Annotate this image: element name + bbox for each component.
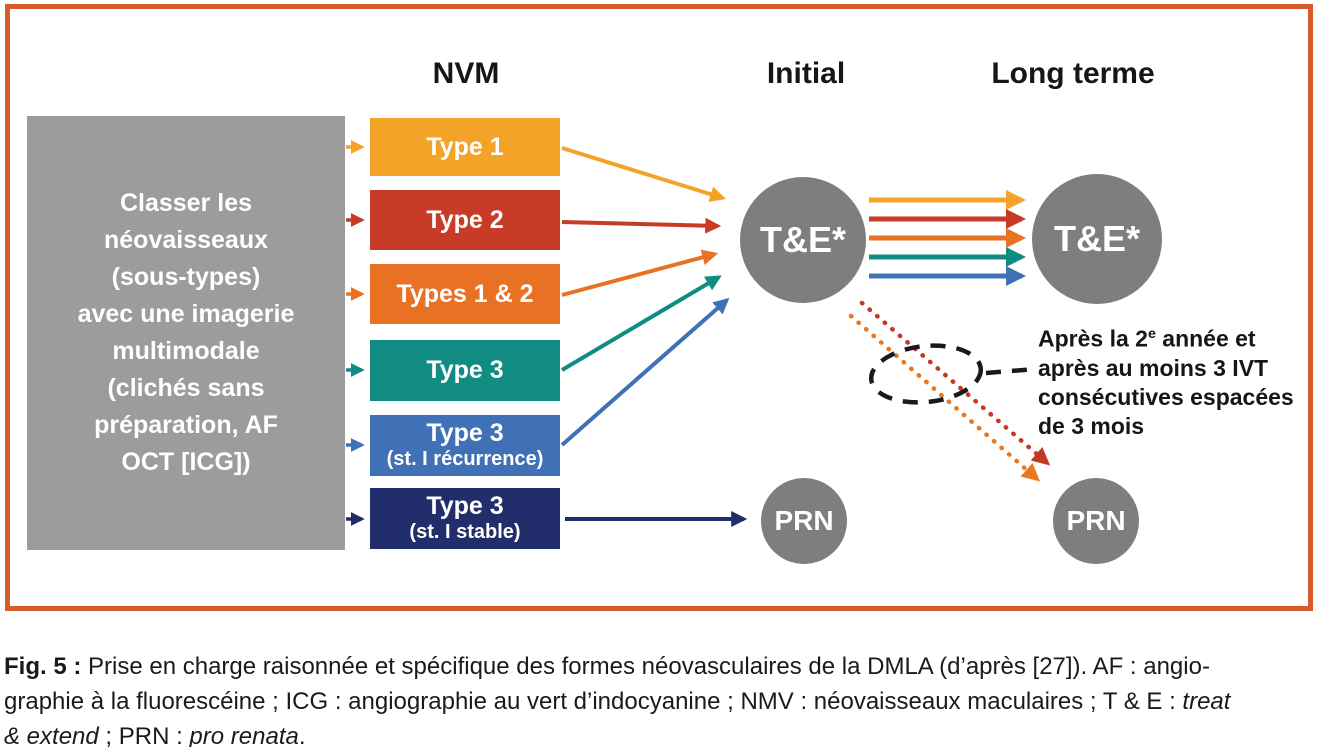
box-sublabel: (st. I récurrence) — [386, 448, 544, 470]
nvm-box-type2: Type 2 — [370, 190, 560, 250]
nvm-box-type3-recurrence: Type 3 (st. I récurrence) — [370, 415, 560, 476]
nvm-box-type1: Type 1 — [370, 118, 560, 176]
classify-line: préparation, AF — [94, 411, 278, 439]
figure-frame — [5, 4, 1313, 611]
box-sublabel: (st. I stable) — [409, 521, 521, 543]
classify-box: Classer les néovaisseaux (sous-types) av… — [27, 116, 345, 550]
box-label: Type 3 — [426, 492, 504, 520]
box-label: Type 3 — [426, 356, 504, 384]
te-initial-node: T&E* — [740, 177, 866, 303]
annotation-line: après au moins 3 IVT — [1038, 354, 1269, 381]
annotation-line: Après la 2e année et — [1038, 325, 1256, 352]
figure-caption: Fig. 5 : Prise en charge raisonnée et sp… — [4, 649, 1316, 747]
superscript-e: e — [1147, 326, 1156, 342]
nvm-box-types-1-2: Types 1 & 2 — [370, 264, 560, 324]
annotation-line: consécutives espacées — [1038, 383, 1294, 410]
box-label: Type 2 — [426, 205, 504, 234]
annotation-line: de 3 mois — [1038, 412, 1145, 439]
prn-long-terme-node: PRN — [1053, 478, 1139, 564]
caption-line-3: & extend ; PRN : pro renata. — [4, 723, 306, 747]
classify-line: multimodale — [112, 337, 260, 365]
classify-line: Classer les — [119, 189, 253, 217]
caption-line-1: Fig. 5 : Prise en charge raisonnée et sp… — [4, 653, 1210, 680]
nvm-box-type3-stable: Type 3 (st. I stable) — [370, 488, 560, 549]
header-initial: Initial — [766, 57, 846, 90]
classify-line: (sous-types) — [111, 263, 261, 291]
header-long-terme: Long terme — [991, 57, 1155, 90]
prn-initial-node: PRN — [761, 478, 847, 564]
classify-line: néovaisseaux — [104, 226, 268, 254]
annotation-text: Après la 2e année et après au moins 3 IV… — [1038, 320, 1300, 441]
box-label: Types 1 & 2 — [396, 279, 534, 308]
classify-line: OCT [ICG]) — [121, 448, 251, 476]
header-nvm: NVM — [432, 57, 500, 90]
classify-line: (clichés sans — [107, 374, 265, 402]
classify-line: avec une imagerie — [77, 300, 295, 328]
box-label: Type 1 — [426, 132, 504, 161]
nvm-box-type3: Type 3 — [370, 340, 560, 401]
caption-line-2: graphie à la fluorescéine ; ICG : angiog… — [4, 688, 1231, 715]
figure-number: Fig. 5 : — [4, 653, 82, 680]
box-label: Type 3 — [426, 419, 504, 447]
te-long-terme-node: T&E* — [1032, 174, 1162, 304]
